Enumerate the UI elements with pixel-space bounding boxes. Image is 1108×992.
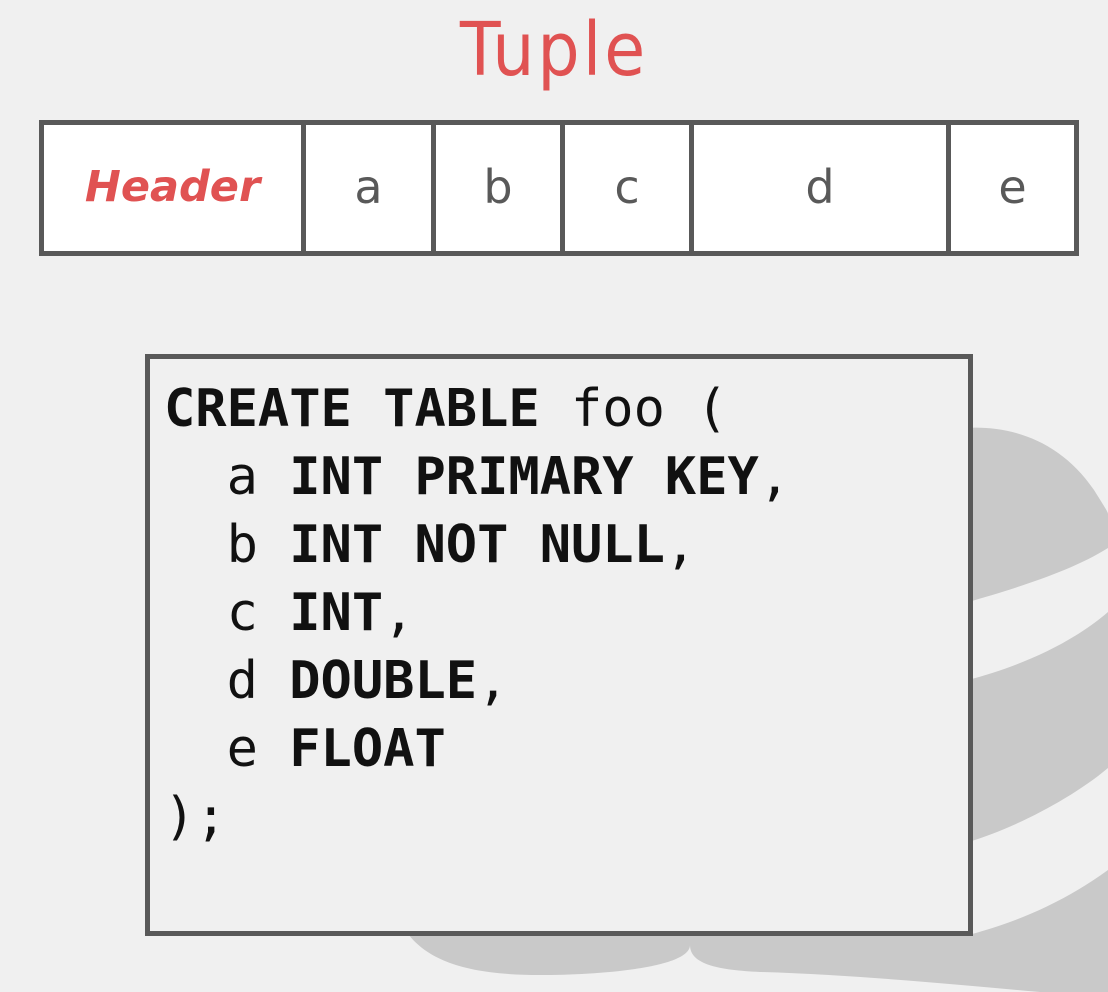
sql-text: ); [164, 787, 227, 847]
sql-text: , [664, 515, 697, 575]
sql-text: b [164, 515, 290, 575]
cell-label: e [998, 160, 1027, 214]
sql-text: d [164, 651, 290, 711]
sql-keyword: FLOAT [289, 719, 446, 779]
cell-label: a [354, 160, 383, 214]
tuple-cell-d: d [694, 125, 951, 251]
tuple-cell-e: e [951, 125, 1074, 251]
sql-keyword: DOUBLE [289, 651, 478, 711]
cell-label: c [614, 160, 640, 214]
sql-keyword: INT [289, 583, 384, 643]
sql-code-box: CREATE TABLE foo ( a INT PRIMARY KEY, b … [145, 354, 973, 936]
tuple-title: Tuple [459, 7, 649, 93]
cell-label: Header [84, 162, 261, 212]
sql-line: a INT PRIMARY KEY, [164, 443, 968, 511]
sql-line: c INT, [164, 579, 968, 647]
sql-text: , [383, 583, 415, 643]
sql-text: a [164, 447, 290, 507]
sql-text: foo ( [539, 379, 728, 439]
sql-line: e FLOAT [164, 715, 968, 783]
sql-keyword: INT NOT NULL [289, 515, 665, 575]
sql-keyword: INT PRIMARY KEY [289, 447, 759, 507]
sql-line: b INT NOT NULL, [164, 511, 968, 579]
tuple-row: Header a b c d e [39, 120, 1079, 256]
cell-label: b [483, 160, 513, 214]
sql-text: c [164, 583, 290, 643]
sql-code: CREATE TABLE foo ( a INT PRIMARY KEY, b … [164, 375, 968, 851]
sql-text: , [477, 651, 509, 711]
cell-label: d [805, 160, 835, 214]
tuple-cell-a: a [306, 125, 436, 251]
sql-line: ); [164, 783, 968, 851]
sql-keyword: CREATE TABLE [164, 379, 540, 439]
sql-line: CREATE TABLE foo ( [164, 375, 968, 443]
sql-text: , [758, 447, 791, 507]
tuple-cell-header: Header [44, 125, 306, 251]
sql-text: e [164, 719, 290, 779]
tuple-cell-c: c [565, 125, 694, 251]
sql-line: d DOUBLE, [164, 647, 968, 715]
tuple-cell-b: b [436, 125, 565, 251]
